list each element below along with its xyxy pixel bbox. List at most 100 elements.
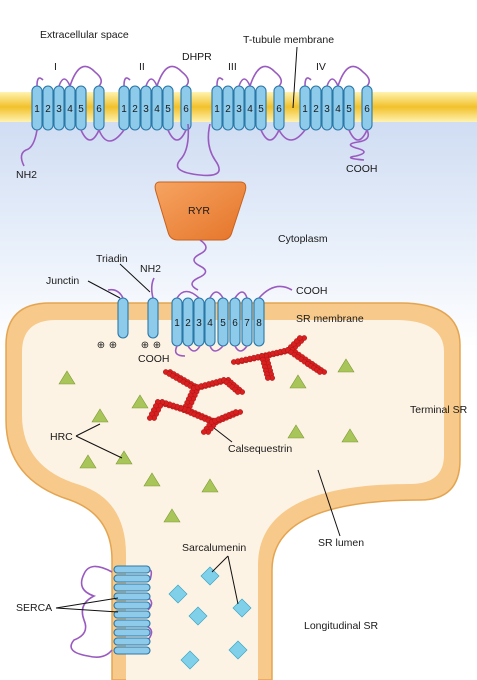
hrc-triangle-7	[201, 478, 219, 493]
label-calsequestrin: Calsequestrin	[228, 443, 292, 455]
label-nh2-triadin: NH2	[140, 263, 161, 275]
serca-helix-3	[113, 583, 151, 592]
hrc-triangle-1	[58, 370, 76, 385]
dhpr-d3-helix-5-number: 5	[258, 104, 264, 115]
leader-hrc-1	[75, 423, 101, 437]
label-nh2-dhpr: NH2	[16, 169, 37, 181]
leader-junctin	[87, 280, 121, 299]
dhpr-d1-helix-3-number: 3	[56, 104, 62, 115]
dhpr-d2-helix-3	[140, 85, 152, 131]
dhpr-d2-helix-1-number: 1	[121, 104, 127, 115]
calsequestrin-chain-7	[284, 347, 328, 375]
ryr-coil	[191, 239, 207, 291]
label-domain-iii: III	[228, 61, 237, 73]
positive-charge-1: ⊕	[97, 340, 105, 351]
leader-triadin	[119, 263, 151, 293]
dhpr-d2-helix-6-number: 6	[183, 104, 189, 115]
label-triadin: Triadin	[96, 253, 128, 265]
hrc-triangle-11	[341, 428, 359, 443]
label-longitudinal-sr: Longitudinal SR	[304, 620, 379, 632]
ryr-segment-8	[253, 297, 265, 347]
dhpr-d2-helix-4-number: 4	[154, 104, 160, 115]
dhpr-domain-1-loops	[36, 65, 103, 87]
dhpr-d1-helix-2-number: 2	[45, 104, 51, 115]
dhpr-d1-helix-1-number: 1	[34, 104, 40, 115]
dhpr-domain-4-loops	[304, 65, 371, 87]
calsequestrin-chain-3	[146, 399, 191, 421]
label-ryr: RYR	[188, 205, 210, 217]
dhpr-d3-helix-1-number: 1	[214, 104, 220, 115]
leader-sr-lumen	[317, 469, 341, 537]
dhpr-d2-helix-5-number: 5	[165, 104, 171, 115]
serca-helix-9	[113, 637, 151, 646]
serca-pump	[70, 565, 153, 658]
ryr-segment-6-number: 6	[232, 318, 238, 329]
serca-helix-4	[113, 592, 151, 601]
sarcalumenin-proteins	[168, 566, 252, 670]
serca-helix-10	[113, 646, 151, 655]
label-domain-ii: II	[139, 61, 145, 73]
sarcalumenin-diamond-1	[200, 566, 220, 586]
dhpr-d3-helix-3	[233, 85, 245, 131]
leader-calsequestrin	[213, 427, 233, 443]
ryr-segment-1-number: 1	[174, 318, 180, 329]
serca-cytoplasmic-loops	[70, 565, 113, 658]
triadin-tail	[150, 277, 155, 299]
dhpr-d1-helix-3	[53, 85, 65, 131]
dhpr-d4-helix-3	[321, 85, 333, 131]
sarcalumenin-diamond-3	[168, 584, 188, 604]
dhpr-d4-helix-5-number: 5	[346, 104, 352, 115]
dhpr-domain-2-bottom-loop	[167, 129, 187, 141]
hrc-triangle-12	[79, 454, 97, 469]
label-cooh-dhpr: COOH	[346, 163, 378, 175]
leader-serca-2	[55, 607, 119, 613]
dhpr-n-terminus	[20, 129, 38, 167]
dhpr-d3-helix-2-number: 2	[225, 104, 231, 115]
ryr-segment-8-number: 8	[256, 318, 262, 329]
dhpr-d4-helix-4-number: 4	[335, 104, 341, 115]
label-junctin: Junctin	[46, 275, 79, 287]
hrc-triangle-6	[163, 508, 181, 523]
label-terminal-sr: Terminal SR	[410, 404, 468, 416]
dhpr-d2-helix-3-number: 3	[143, 104, 149, 115]
hrc-triangle-9	[337, 358, 355, 373]
hrc-triangle-5	[143, 472, 161, 487]
dhpr-d3-helix-2	[222, 85, 234, 131]
dhpr-d2-helix-4	[151, 85, 163, 131]
serca-helix-8	[113, 628, 151, 637]
dhpr-d3-helix-4	[244, 85, 256, 131]
triadin-junctin: ⊕⊕⊕⊕	[97, 277, 161, 351]
calsequestrin-chain-2	[190, 377, 245, 395]
dhpr-d1-helix-5-number: 5	[78, 104, 84, 115]
hrc-triangle-2	[131, 394, 149, 409]
dhpr-domain-3-loops	[216, 65, 283, 87]
label-sr-membrane: SR membrane	[296, 313, 364, 325]
ryr-segment-7-number: 7	[244, 318, 250, 329]
dhpr-d3-helix-1	[211, 85, 223, 131]
dhpr-d1-helix-2	[42, 85, 54, 131]
dhpr-d3-helix-6-number: 6	[276, 104, 282, 115]
calsequestrin-chain-4	[208, 409, 243, 425]
triadin-helix	[147, 297, 159, 339]
dhpr-d4-helix-2-number: 2	[313, 104, 319, 115]
hrc-triangle-10	[287, 424, 305, 439]
sarcalumenin-diamond-5	[228, 640, 248, 660]
ryr-segment-3-number: 3	[196, 318, 202, 329]
calsequestrin-polymers	[146, 335, 328, 435]
leader-sarcalumenin-2	[227, 555, 239, 605]
dhpr-d3-helix-3-number: 3	[236, 104, 242, 115]
dhpr-d3-helix-4-number: 4	[247, 104, 253, 115]
ryr-segment-2-number: 2	[185, 318, 191, 329]
dhpr-d4-helix-4	[332, 85, 344, 131]
dhpr-d2-helix-2-number: 2	[132, 104, 138, 115]
ryr-segment-4-number: 4	[207, 318, 213, 329]
dhpr-domain-4-bottom-loop	[348, 129, 368, 141]
label-domain-iv: IV	[316, 61, 326, 73]
dhpr-ii-iii-loop	[176, 123, 220, 177]
serca-helix-1	[113, 565, 151, 574]
dhpr-domain-2-loops	[123, 65, 190, 87]
dhpr-d4-helix-3-number: 3	[324, 104, 330, 115]
label-dhpr: DHPR	[182, 51, 212, 63]
dhpr-d2-helix-2	[129, 85, 141, 131]
